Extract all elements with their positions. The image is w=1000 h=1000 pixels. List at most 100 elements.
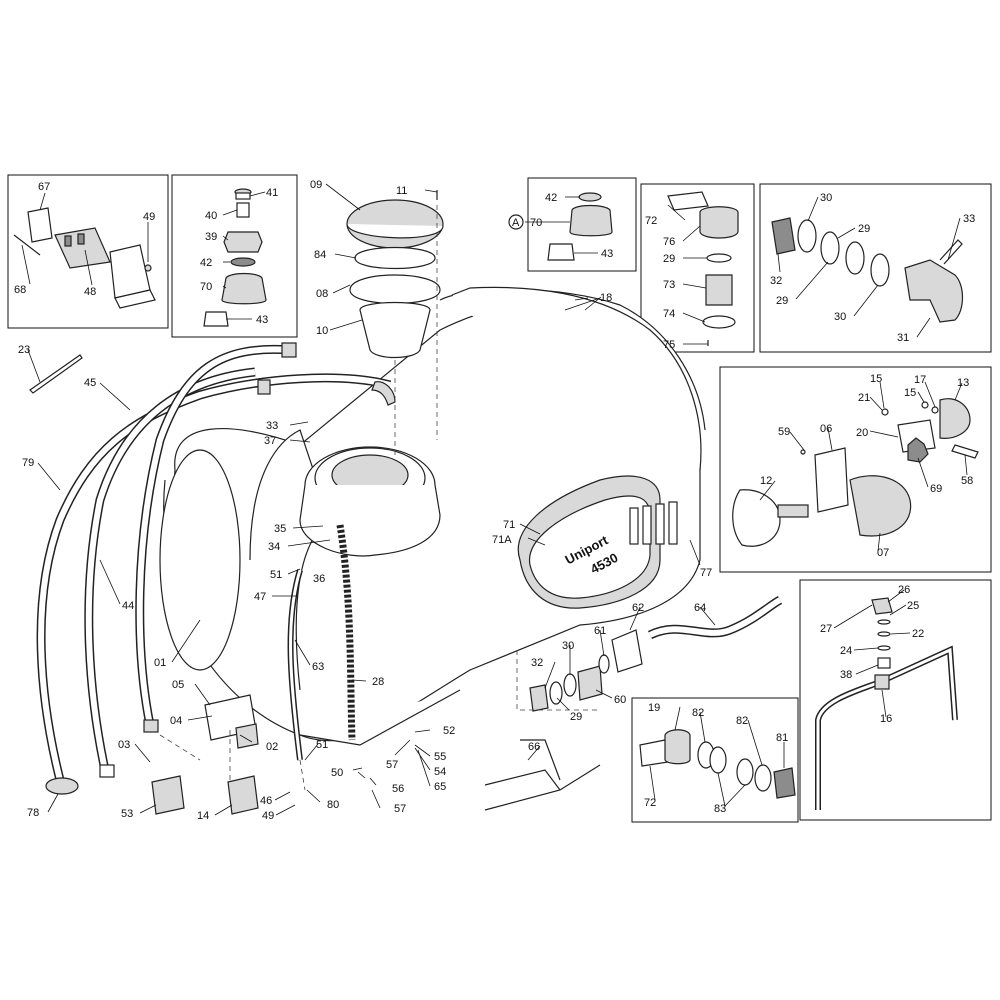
label-82a: 82 — [692, 707, 704, 719]
pump-bracket-48 — [54, 227, 156, 309]
strainer-cap-76 — [699, 206, 739, 239]
tag-72b — [639, 739, 669, 767]
plate-67 — [27, 207, 53, 243]
adapter-39 — [223, 231, 263, 253]
label-31: 31 — [897, 332, 909, 344]
label-57a: 57 — [386, 759, 398, 771]
hose-end-fitting — [257, 379, 271, 395]
hose-79 — [36, 373, 392, 782]
label-64: 64 — [694, 602, 706, 614]
label-28: 28 — [372, 676, 384, 688]
washer-82b — [754, 764, 772, 792]
label-42b: 42 — [545, 192, 557, 204]
label-05: 05 — [172, 679, 184, 691]
cap-70b — [569, 204, 613, 237]
cap-70 — [221, 272, 267, 305]
washer-29b — [845, 241, 865, 275]
plate-20 — [897, 419, 936, 453]
washer-83b — [736, 758, 754, 786]
label-19: 19 — [648, 702, 660, 714]
label-40: 40 — [205, 210, 217, 222]
label-79: 79 — [22, 457, 34, 469]
ring-41 — [235, 192, 251, 200]
label-70b: 70 — [530, 217, 542, 229]
valve-53 — [151, 775, 185, 815]
label-84: 84 — [314, 249, 326, 261]
label-67: 67 — [38, 181, 50, 193]
valve-62 — [611, 629, 643, 673]
gasket-84 — [354, 246, 436, 270]
washer-22 — [877, 631, 891, 637]
label-55: 55 — [434, 751, 446, 763]
leader-lines — [21, 183, 968, 816]
label-61: 61 — [594, 625, 606, 637]
label-11: 11 — [396, 185, 407, 197]
label-74: 74 — [663, 308, 675, 320]
label-26: 26 — [898, 584, 910, 596]
strainer-body-73 — [705, 274, 733, 306]
label-78: 78 — [27, 807, 39, 819]
screw-17 — [931, 406, 939, 414]
label-29d: 29 — [570, 711, 582, 723]
label-80: 80 — [327, 799, 339, 811]
inset-box-spray-lance — [799, 579, 992, 821]
strainer-tag-72 — [667, 191, 709, 211]
inset-box-agitator — [719, 366, 992, 573]
label-33a: 33 — [963, 213, 975, 225]
label-69: 69 — [930, 483, 942, 495]
nozzle-40 — [236, 202, 250, 218]
label-27: 27 — [820, 623, 832, 635]
label-29a: 29 — [663, 253, 675, 265]
label-18: 18 — [600, 292, 612, 304]
washer-30 — [797, 219, 817, 253]
hose-63 — [289, 569, 302, 761]
label-24: 24 — [840, 645, 852, 657]
tee-fitting — [874, 674, 890, 690]
lid-09 — [346, 223, 444, 239]
label-41: 41 — [266, 187, 278, 199]
label-68: 68 — [14, 284, 26, 296]
washer-61 — [598, 654, 610, 674]
label-57b: 57 — [394, 803, 406, 815]
label-13: 13 — [957, 377, 969, 389]
nozzle-body-26 — [871, 597, 893, 615]
label-10: 10 — [316, 325, 328, 337]
sensor-58 — [951, 444, 979, 459]
hose-44 — [135, 344, 291, 726]
shaft-12 — [777, 504, 809, 518]
label-46: 46 — [260, 795, 272, 807]
label-48: 48 — [84, 286, 96, 298]
label-15b: 15 — [904, 387, 916, 399]
washer-29 — [820, 231, 840, 265]
cap-43b — [547, 243, 575, 261]
label-71: 71 — [503, 519, 515, 531]
label-81: 81 — [776, 732, 788, 744]
label-72a: 72 — [645, 215, 657, 227]
inset-box-fittings — [759, 183, 992, 353]
level-indicator-28 — [336, 524, 356, 741]
label-16: 16 — [880, 713, 892, 725]
pin-68 — [13, 234, 41, 256]
washer-30c — [563, 673, 577, 697]
propeller-12 — [732, 489, 781, 547]
label-30c: 30 — [562, 640, 574, 652]
label-08: 08 — [316, 288, 328, 300]
lance-16 — [816, 647, 957, 810]
pin-33 — [939, 239, 963, 265]
washer-30b — [870, 253, 890, 287]
hose-64 — [648, 597, 782, 638]
label-04: 04 — [170, 715, 182, 727]
label-14: 14 — [197, 810, 209, 822]
label-59: 59 — [778, 426, 790, 438]
label-30b: 30 — [834, 311, 846, 323]
ref-marker-a — [508, 214, 524, 230]
part-labels: 67 49 68 48 41 40 39 42 70 43 09 84 08 1… — [14, 179, 975, 822]
label-47: 47 — [254, 591, 266, 603]
label-21: 21 — [858, 392, 870, 404]
zip-tie-23 — [29, 354, 83, 394]
screw-59 — [800, 449, 806, 455]
basket-10 — [359, 301, 431, 359]
washer-29c — [549, 681, 563, 705]
label-12: 12 — [760, 475, 772, 487]
washer-24 — [877, 645, 891, 651]
